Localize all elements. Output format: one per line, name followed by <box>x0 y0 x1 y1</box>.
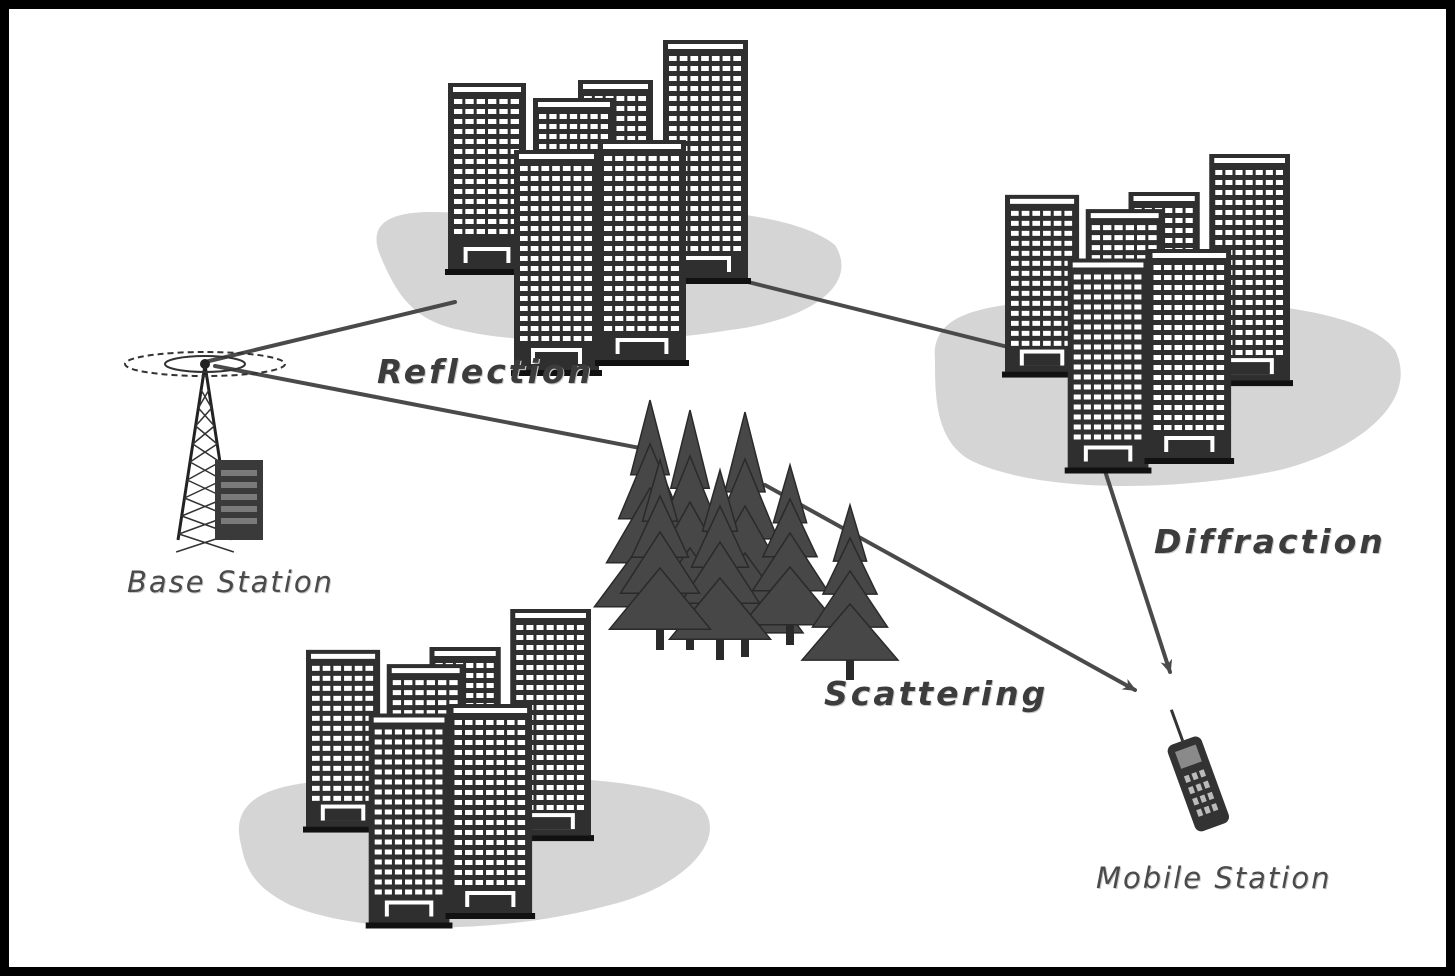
office-building <box>445 704 536 919</box>
office-building <box>1002 194 1083 378</box>
scattering-label: Scattering <box>824 674 1049 713</box>
forest <box>592 399 900 680</box>
base-station-label: Base Station <box>127 565 334 599</box>
pine-tree-icon <box>800 502 900 680</box>
office-buildings-icon <box>303 609 594 929</box>
office-building <box>303 649 384 833</box>
propagation-ray <box>698 268 1022 352</box>
office-building <box>365 713 453 929</box>
office-building <box>511 150 602 376</box>
mobile-phone-icon <box>1167 709 1230 832</box>
office-buildings-icon <box>445 40 751 376</box>
building-clusters <box>303 40 1293 929</box>
pine-tree-icon <box>740 462 840 645</box>
propagation-rays <box>203 268 1173 692</box>
propagation-ray <box>763 483 1137 692</box>
office-building <box>595 140 689 366</box>
office-building <box>1144 249 1235 464</box>
equipment-cabinet-icon <box>215 460 263 540</box>
propagation-ray <box>203 300 457 364</box>
antenna-pattern-icon <box>124 351 286 377</box>
office-building <box>445 83 529 275</box>
mobile-station-label: Mobile Station <box>1096 861 1332 895</box>
reflection-label: Reflection <box>377 352 595 391</box>
office-building <box>1064 258 1152 474</box>
propagation-ray <box>213 364 642 450</box>
propagation-diagram <box>124 40 1401 929</box>
office-buildings-icon <box>1002 154 1293 474</box>
pine-tree-icon <box>607 457 713 650</box>
stations <box>124 351 1230 832</box>
propagation-ray <box>1093 438 1173 674</box>
diffraction-label: Diffraction <box>1154 522 1386 561</box>
